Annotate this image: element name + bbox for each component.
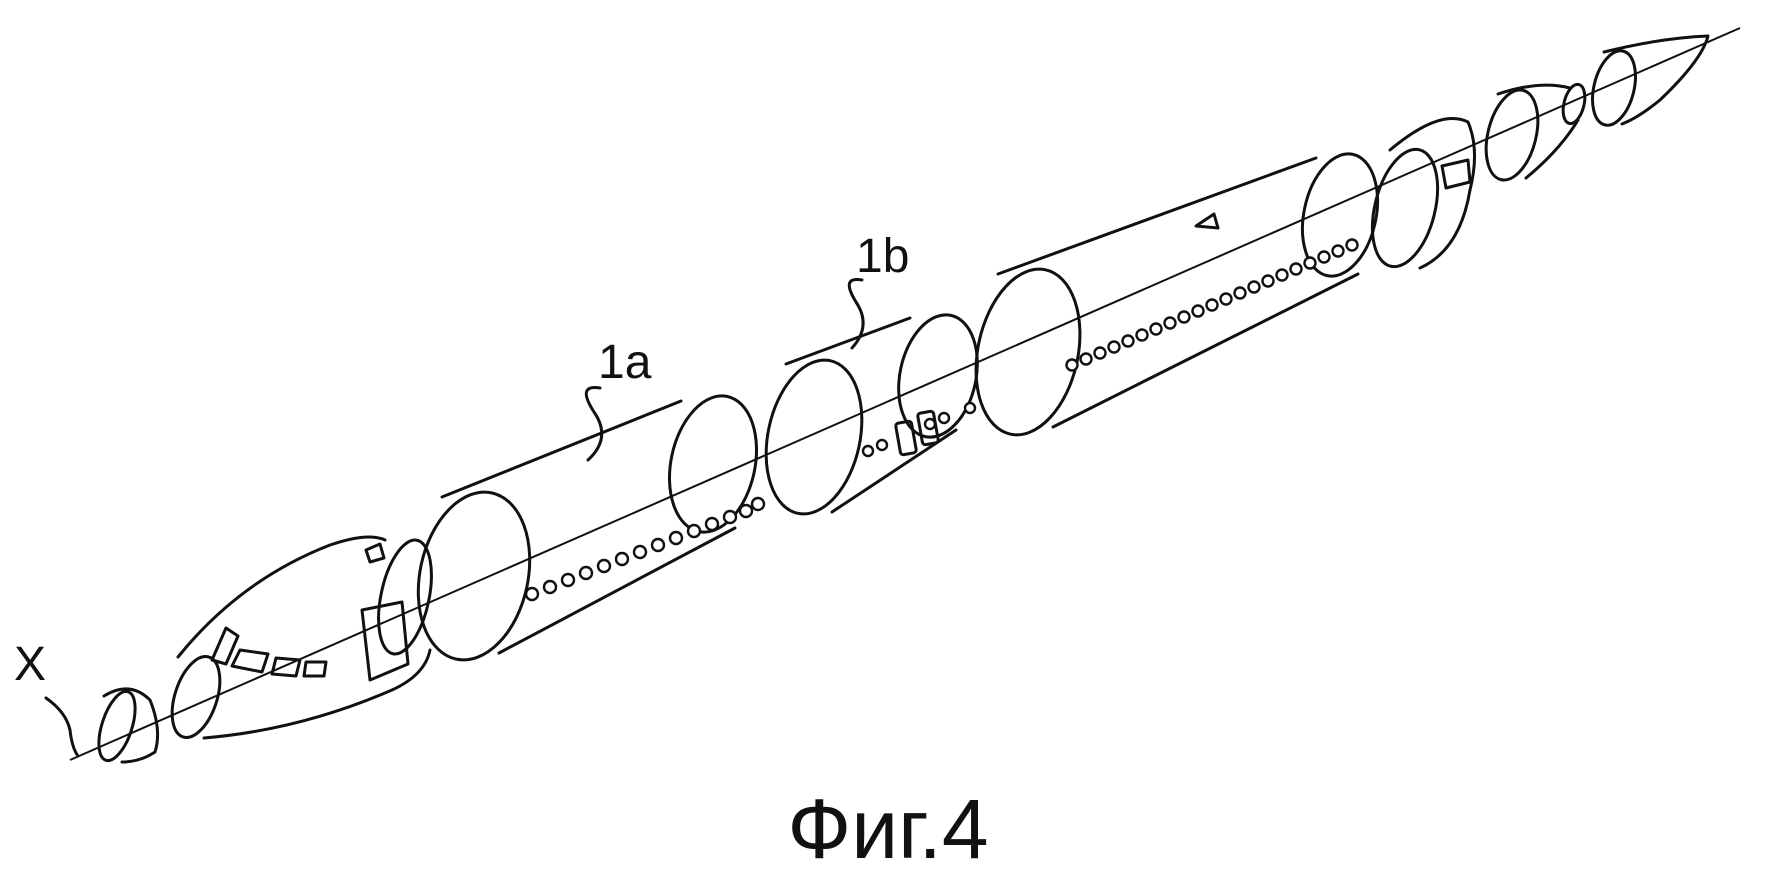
window-row-1b — [861, 401, 977, 458]
leader-line-1b — [847, 277, 865, 350]
leader-line-x — [44, 696, 80, 758]
fuselage-section-1a: 1a — [416, 336, 766, 662]
top-hatch — [1194, 212, 1220, 230]
nose-cap — [97, 687, 160, 764]
label-x: X — [14, 638, 46, 691]
figure-caption: Фиг.4 — [787, 782, 988, 876]
window-row-rear — [1065, 238, 1359, 372]
leader-line-1a — [584, 386, 604, 462]
tail-section-middle — [1484, 82, 1587, 182]
window-row-1a — [524, 496, 766, 602]
label-1a: 1a — [598, 336, 652, 389]
door-pair-1b — [894, 409, 940, 457]
longitudinal-axis — [69, 27, 1741, 761]
tail-cone — [1591, 34, 1710, 127]
fuselage-section-1b: 1b — [764, 230, 979, 516]
tail-section-forward — [1370, 117, 1477, 270]
label-1b: 1b — [856, 230, 909, 283]
fuselage-section-rear — [974, 152, 1379, 437]
cockpit-section — [170, 535, 433, 740]
